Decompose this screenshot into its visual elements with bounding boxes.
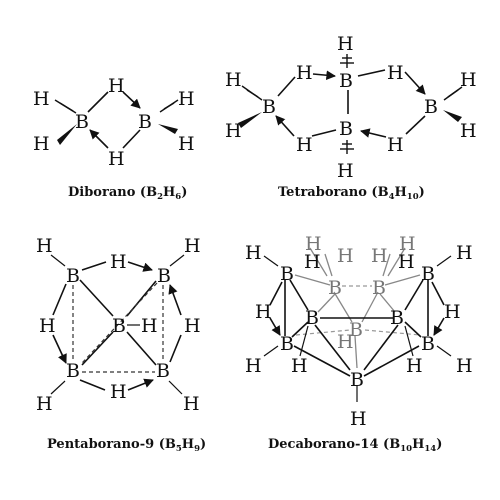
tetraborane-atom: H <box>460 69 477 91</box>
decaborane-atom: H <box>444 301 461 323</box>
tetraborane-caption: Tetraborano (B4H10) <box>278 185 425 202</box>
diborane-atom: B <box>138 111 152 133</box>
pentaborane-atom: H <box>39 315 56 337</box>
pentaborane-atom: B <box>156 360 170 382</box>
decaborane-atom: H <box>304 251 321 273</box>
pentaborane-atom: H <box>110 251 127 273</box>
tetraborane-atom: B <box>339 118 353 140</box>
pentaborane-atom: H <box>141 315 158 337</box>
tetraborane-structure: H H B H H H B B H H H B H H Tetraborano … <box>225 33 477 202</box>
tetraborane-atom: H <box>225 69 242 91</box>
tetraborane-atom: H <box>296 134 313 156</box>
pentaborane-atom: B <box>112 315 126 337</box>
decaborane-atom: H <box>399 233 416 255</box>
diborane-atom: H <box>108 148 125 170</box>
decaborane-atom: B <box>350 369 364 391</box>
pentaborane-atom: H <box>184 235 201 257</box>
decaborane-atom: B <box>390 307 404 329</box>
decaborane-atom: H <box>456 355 473 377</box>
decaborane-atom: H <box>398 251 415 273</box>
pentaborane-atom: H <box>110 381 127 403</box>
diborane-atom: B <box>75 111 89 133</box>
decaborane-atom: H <box>245 242 262 264</box>
tetraborane-atom: H <box>460 120 477 142</box>
diborane-atom: H <box>108 75 125 97</box>
decaborane-atom: H <box>255 301 272 323</box>
pentaborane-atom: H <box>184 315 201 337</box>
pentaborane-atom: H <box>183 393 200 415</box>
decaborane-atom: B <box>349 319 363 341</box>
decaborane-atom: B <box>421 333 435 355</box>
pentaborane-caption: Pentaborano-9 (B5H9) <box>47 437 206 454</box>
decaborane-atom: B <box>305 307 319 329</box>
tetraborane-atom: H <box>337 33 354 55</box>
diborane-caption: Diborano (B2H6) <box>68 185 187 202</box>
decaborane-atom: H <box>456 242 473 264</box>
tetraborane-atom: H <box>387 62 404 84</box>
pentaborane-structure: H H B H B H B H H B B H H H Pentaborano-… <box>36 235 206 454</box>
decaborane-atom: B <box>328 277 342 299</box>
tetraborane-atom: B <box>262 96 276 118</box>
pentaborane-atom: B <box>66 360 80 382</box>
tetraborane-atom: H <box>387 134 404 156</box>
decaborane-atom: H <box>291 355 308 377</box>
decaborane-atom: H <box>337 245 354 267</box>
tetraborane-atom: H <box>337 160 354 182</box>
decaborane-caption: Decaborano-14 (B10H14) <box>268 437 442 454</box>
diborane-atom: H <box>178 88 195 110</box>
pentaborane-atom: B <box>66 265 80 287</box>
tetraborane-atom: H <box>225 120 242 142</box>
decaborane-atom: H <box>245 355 262 377</box>
diborane-atom: H <box>178 133 195 155</box>
tetraborane-atom: H <box>296 62 313 84</box>
tetraborane-atom: B <box>424 96 438 118</box>
diborane-structure: H H B H H B H H Diborano (B2H6) <box>33 75 195 202</box>
decaborane-atom: H <box>337 331 354 353</box>
decaborane-atom: H <box>371 245 388 267</box>
decaborane-atom: H <box>305 233 322 255</box>
decaborane-atom: H <box>406 355 423 377</box>
decaborane-atom: B <box>280 333 294 355</box>
diborane-atom: H <box>33 133 50 155</box>
decaborane-atom: B <box>421 263 435 285</box>
pentaborane-atom: B <box>157 265 171 287</box>
decaborane-structure: H H H H B B B H H B H H B H H B B H B B … <box>245 233 473 454</box>
pentaborane-atom: H <box>36 235 53 257</box>
decaborane-atom: H <box>350 408 367 430</box>
pentaborane-atom: H <box>36 393 53 415</box>
decaborane-atom: B <box>372 277 386 299</box>
tetraborane-atom: B <box>339 70 353 92</box>
decaborane-atom: B <box>280 263 294 285</box>
diborane-atom: H <box>33 88 50 110</box>
